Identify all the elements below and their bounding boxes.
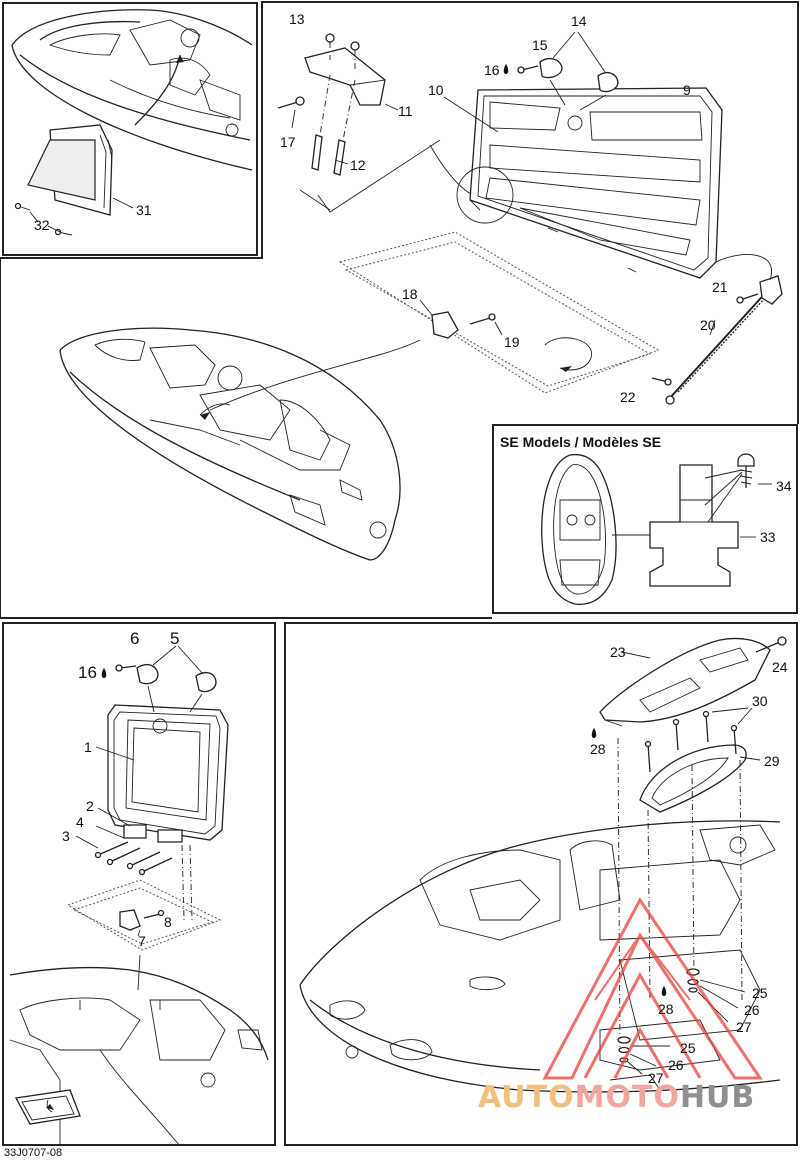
screw-22 (651, 377, 672, 386)
hatch-lid-1 (95, 704, 229, 841)
callout-28b: 28 (658, 1001, 674, 1017)
callout-24: 24 (772, 659, 788, 675)
callout-9: 9 (683, 82, 691, 98)
callout-14: 14 (571, 13, 587, 29)
centerline-d (739, 759, 743, 1001)
screw-15 (517, 65, 539, 74)
screw-6 (115, 664, 137, 672)
callout-2: 2 (86, 798, 94, 814)
callout-18: 18 (402, 286, 418, 302)
latch-18 (419, 299, 459, 339)
boat-front-interior (9, 966, 269, 1147)
callout-32: 32 (34, 217, 50, 233)
screw-21 (736, 293, 759, 304)
leader-front (137, 954, 141, 991)
callout-25a: 25 (752, 985, 768, 1001)
diagram-code: 33J0707-08 (4, 1147, 63, 1159)
watermark-part-3: HUB (679, 1080, 756, 1115)
callout-5: 5 (170, 629, 180, 648)
gas-strut-20 (665, 275, 783, 405)
screw-17 (277, 96, 305, 129)
hinge-caps-5 (136, 645, 217, 713)
engine-cover-23 (599, 637, 771, 727)
dotted-frame-front (66, 844, 222, 951)
callout-23: 23 (610, 644, 626, 660)
deck-opening (338, 231, 660, 394)
callout-33: 33 (760, 529, 776, 545)
boat-rear-view (299, 820, 781, 1093)
drop-icon-16a (503, 64, 509, 74)
main-panel-border-lower (0, 258, 492, 619)
storage-lid-9 (443, 87, 723, 279)
panel-rear-hatch (284, 622, 798, 1146)
callout-25b: 25 (680, 1040, 696, 1056)
se-models-title: SE Models / Modèles SE (500, 434, 662, 450)
hinge-2 (97, 807, 183, 843)
latch-7 (119, 909, 141, 937)
hinge-bracket-11 (304, 33, 399, 141)
screw-19 (469, 313, 503, 336)
boat-main-view (59, 327, 421, 561)
watermark-text: AUTOMOTOHUB (478, 1080, 755, 1115)
rivets-12 (311, 134, 349, 176)
main-panel-border (0, 1, 799, 424)
callout-29: 29 (764, 753, 780, 769)
callout-27b: 27 (648, 1070, 664, 1086)
callout-10: 10 (428, 82, 444, 98)
screw-24 (755, 636, 787, 653)
callout-8: 8 (164, 914, 172, 930)
screw-34 (737, 453, 772, 488)
boat-bow-view (11, 9, 253, 171)
callout-19: 19 (504, 334, 520, 350)
callout-34: 34 (776, 478, 792, 494)
callout-16b: 16 (78, 663, 97, 682)
callout-15: 15 (532, 37, 548, 53)
centerline-c (691, 764, 695, 976)
watermark-part-1: AUTO (478, 1080, 575, 1115)
callout-21: 21 (712, 279, 728, 295)
leader-20 (715, 254, 773, 281)
callout-13: 13 (289, 11, 305, 27)
hinge-caps-14 (539, 31, 619, 111)
callout-30: 30 (752, 693, 768, 709)
callout-4: 4 (76, 814, 84, 830)
callout-7: 7 (138, 933, 146, 949)
callout-16a: 16 (484, 62, 500, 78)
leader-lines (299, 189, 331, 211)
callout-28a: 28 (590, 741, 606, 757)
callout-20: 20 (700, 317, 716, 333)
screws-3-4 (75, 825, 173, 876)
screws-30 (644, 707, 753, 773)
drop-icon-16b (101, 668, 107, 678)
callout-27a: 27 (736, 1019, 752, 1035)
panel-bow-storage (2, 2, 258, 256)
watermark-logo-mark (542, 897, 763, 1080)
screw-8 (143, 909, 165, 919)
callout-3: 3 (62, 828, 70, 844)
storage-hatch-31 (27, 124, 113, 216)
centerline-b (647, 809, 651, 1001)
screws-32 (14, 202, 73, 236)
callout-12: 12 (350, 157, 366, 173)
callout-31: 31 (136, 202, 152, 218)
drop-icon-28a (591, 728, 597, 738)
callout-22: 22 (620, 389, 636, 405)
mat-33 (649, 464, 756, 587)
callout-17: 17 (280, 134, 296, 150)
watermark-part-2: MOTO (574, 1080, 680, 1115)
callout-6: 6 (130, 629, 140, 648)
tray-29 (639, 744, 761, 813)
drop-icon-28b (661, 986, 667, 996)
se-boat-top-view (541, 453, 650, 605)
callout-1: 1 (84, 739, 92, 755)
callout-11: 11 (398, 103, 413, 119)
callout-26a: 26 (744, 1002, 760, 1018)
callout-26b: 26 (668, 1057, 684, 1073)
leader-31 (112, 197, 134, 209)
